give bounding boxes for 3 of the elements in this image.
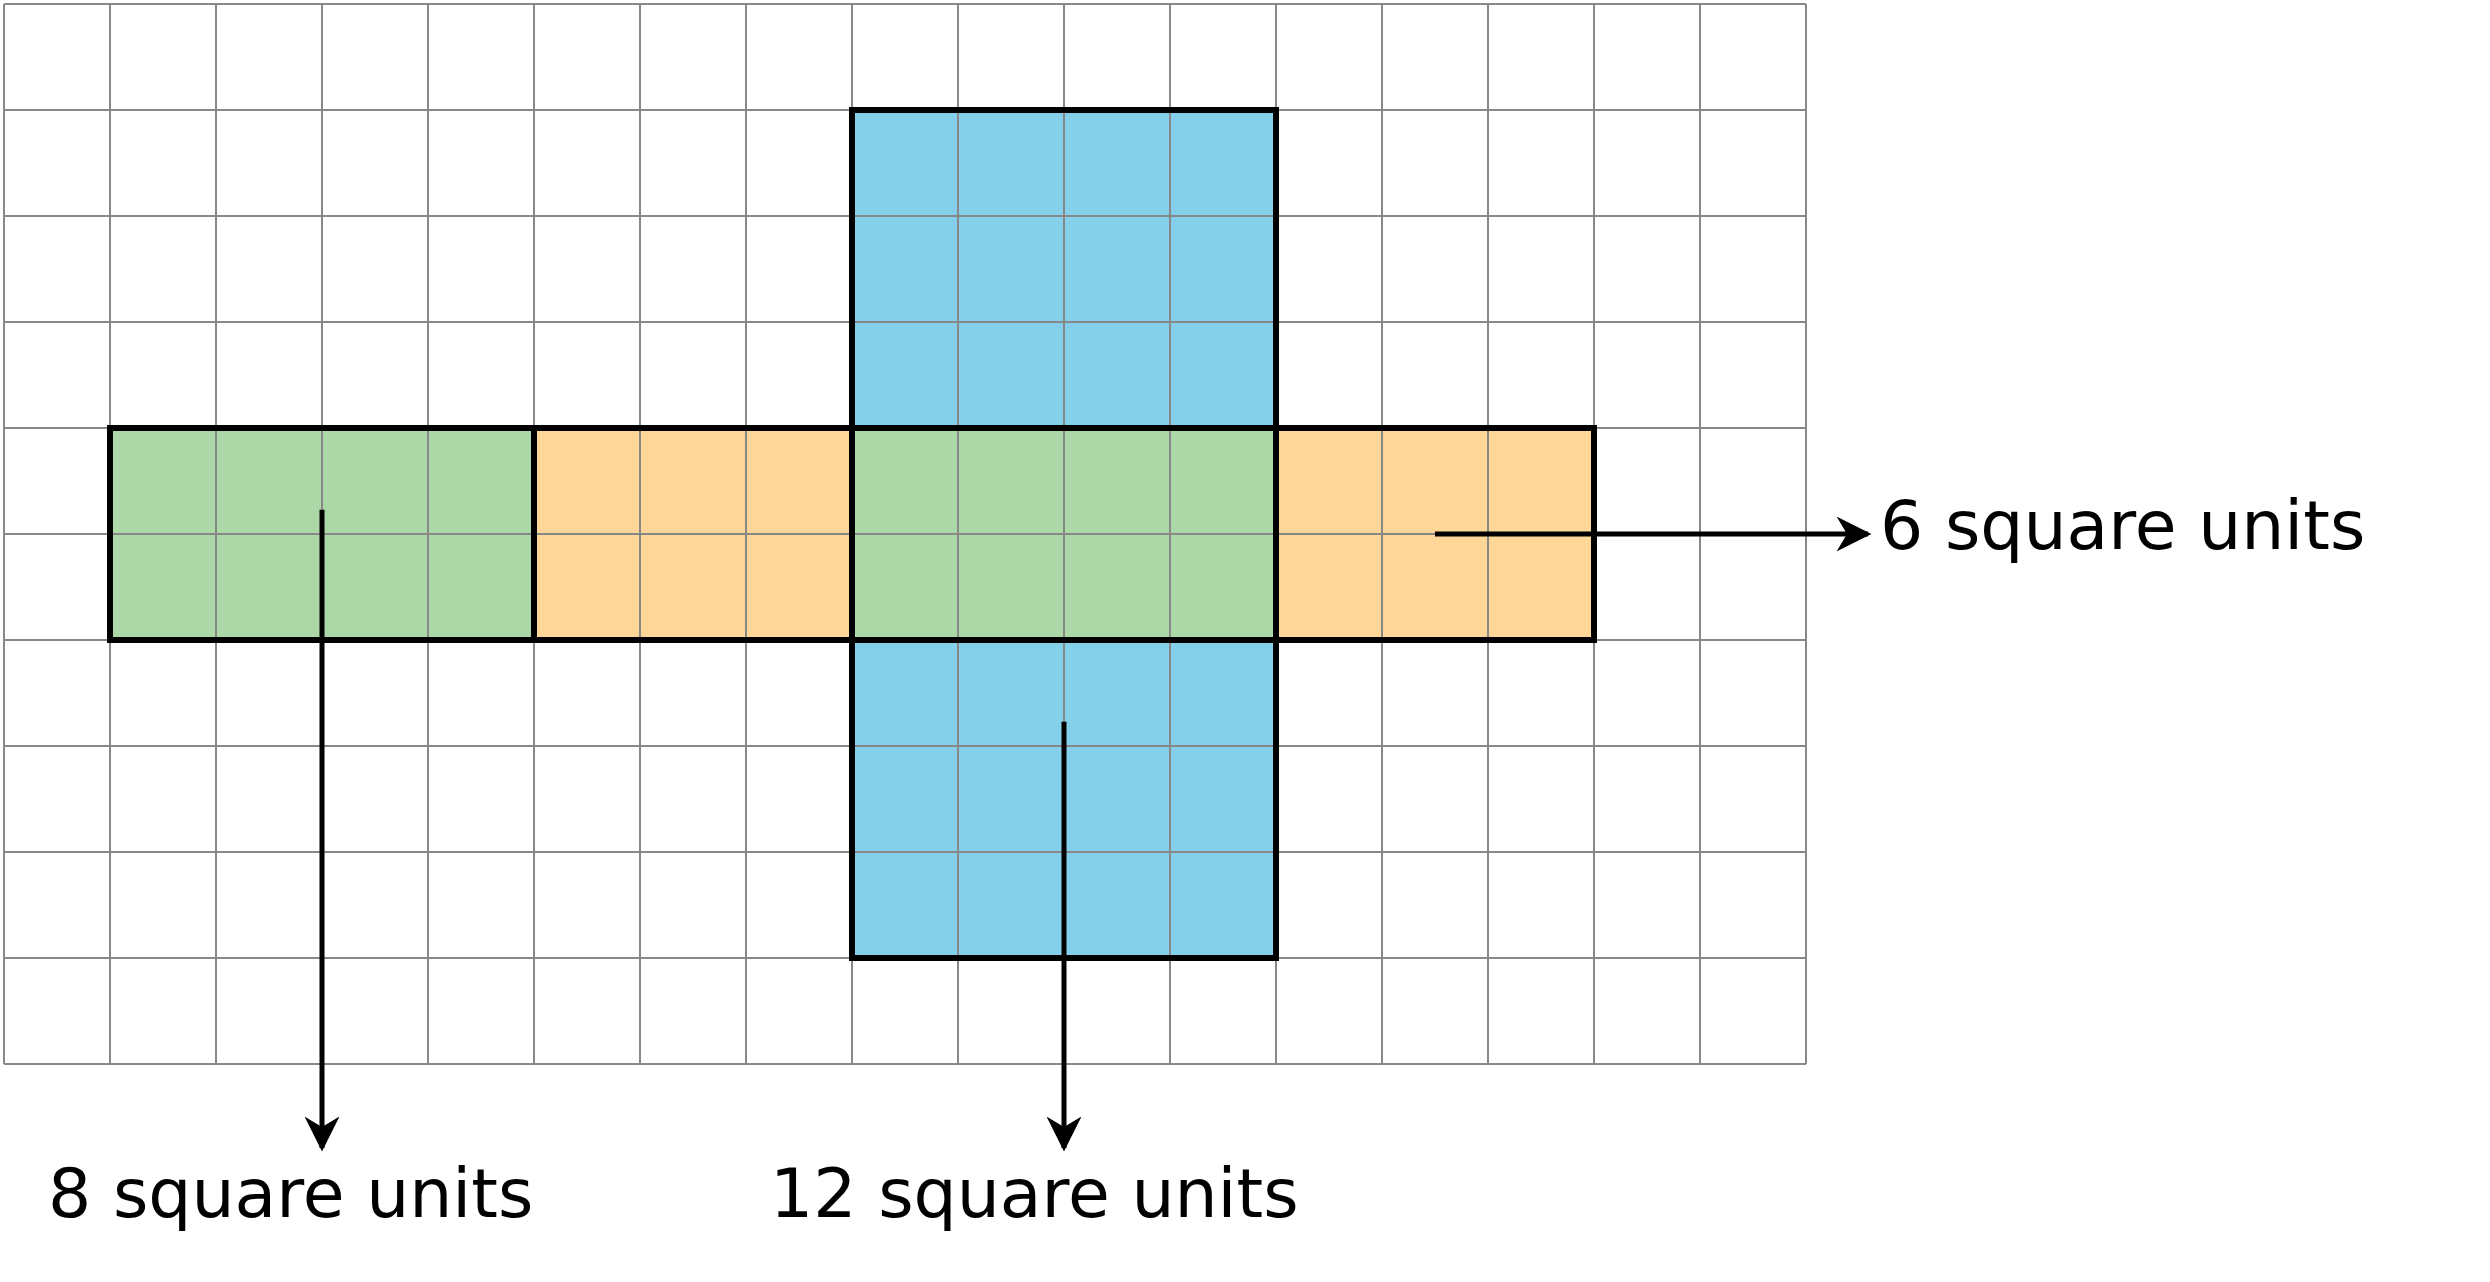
leader-arrow: [1435, 516, 1872, 552]
leader-arrow: [1046, 721, 1082, 1152]
leader-arrow: [304, 509, 340, 1152]
